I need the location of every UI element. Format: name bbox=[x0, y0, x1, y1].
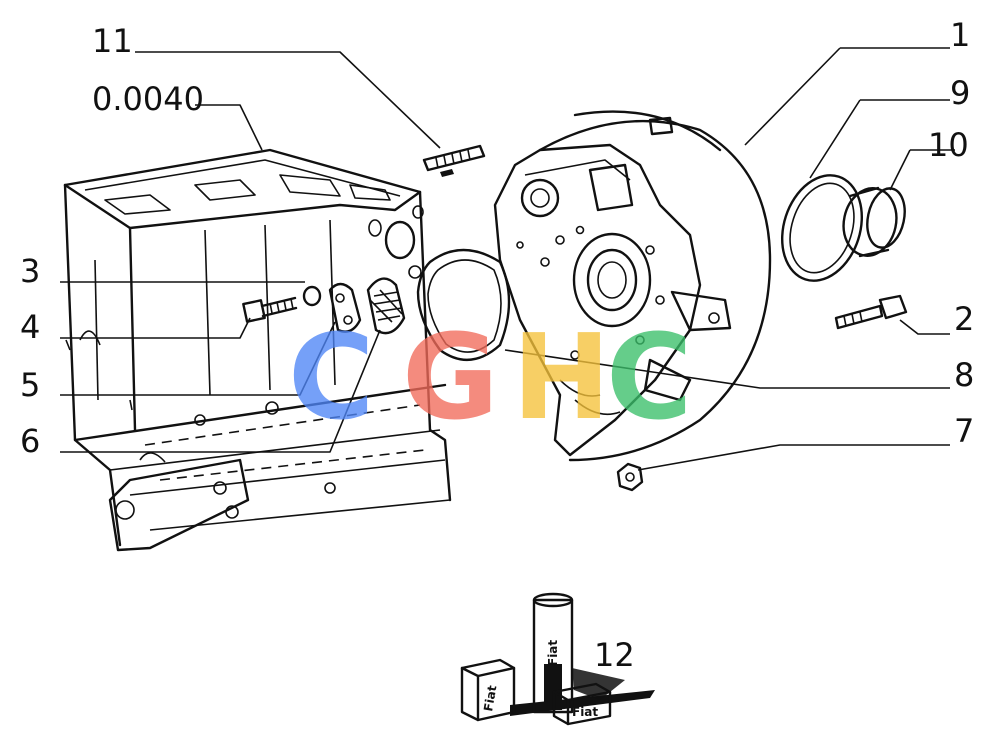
watermark-letter-h: H bbox=[512, 308, 611, 446]
bolt-2 bbox=[834, 294, 908, 330]
callout-8: 8 bbox=[954, 356, 974, 394]
watermark-letter-c2: C bbox=[606, 308, 693, 446]
flywheel-housing-1 bbox=[493, 110, 772, 462]
seal-ring-9 bbox=[780, 174, 864, 282]
bolt-4 bbox=[242, 296, 298, 323]
callout-code: 0.0040 bbox=[92, 80, 204, 118]
callout-12: 12 bbox=[594, 636, 635, 674]
box-right-label: Fiat bbox=[572, 705, 598, 719]
leader-lines bbox=[60, 47, 955, 471]
callout-11: 11 bbox=[92, 22, 133, 60]
watermark-letter-c1: C bbox=[288, 308, 375, 446]
callout-numbers: 11 0.0040 1 9 10 2 8 7 3 4 5 6 12 bbox=[20, 16, 974, 674]
callout-10: 10 bbox=[928, 126, 969, 164]
nut-7 bbox=[616, 462, 644, 492]
sealant-pack-12: Fiat Fiat Fiat bbox=[460, 592, 655, 726]
washer-3 bbox=[302, 285, 322, 307]
callout-1: 1 bbox=[950, 16, 970, 54]
cover-plate-5 bbox=[328, 282, 362, 333]
watermark: C G H C bbox=[288, 308, 693, 446]
engine-block bbox=[63, 148, 452, 552]
callout-4: 4 bbox=[20, 308, 40, 346]
gasket-ring-8 bbox=[416, 248, 511, 362]
callout-5: 5 bbox=[20, 366, 40, 404]
callout-3: 3 bbox=[20, 252, 40, 290]
bushing-10 bbox=[842, 186, 906, 258]
callout-2: 2 bbox=[954, 300, 974, 338]
callout-6: 6 bbox=[20, 422, 40, 460]
gasket-6 bbox=[366, 277, 406, 335]
stud-11 bbox=[422, 144, 486, 177]
watermark-letter-g: G bbox=[402, 308, 499, 446]
box-left-label: Fiat bbox=[481, 684, 499, 712]
callout-9: 9 bbox=[950, 74, 970, 112]
tube-label: Fiat bbox=[546, 640, 560, 666]
callout-7: 7 bbox=[954, 412, 974, 450]
